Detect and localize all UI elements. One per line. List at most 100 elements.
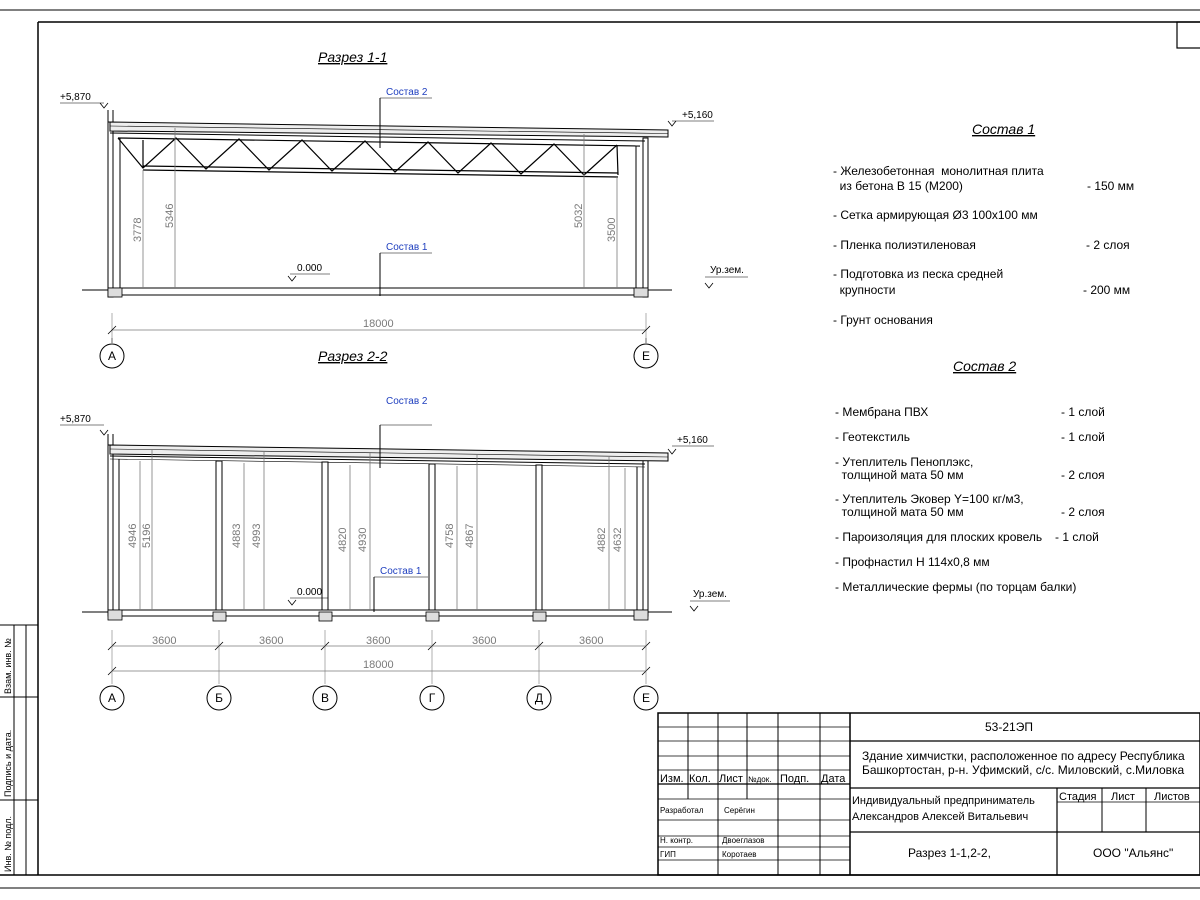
dim-label: 3778 xyxy=(132,218,144,242)
side-stamp-podpis: Подпись и дата. xyxy=(3,730,13,797)
elevation-top-left: +5,870 xyxy=(60,92,91,103)
section-1-title: Разрез 1-1 xyxy=(318,49,387,65)
spec2-line: - Геотекстиль xyxy=(835,430,910,444)
spec1-line: - Сетка армирующая Ø3 100x100 мм xyxy=(833,208,1038,222)
axis-bubble xyxy=(633,343,659,369)
columns xyxy=(118,459,638,612)
name-chief-engineer: Коротаев xyxy=(722,850,757,859)
side-stamp-inv: Инв. № подл. xyxy=(3,816,13,872)
axis-bubble xyxy=(99,685,125,711)
client-line2: Александров Алексей Витальевич xyxy=(852,811,1028,823)
spec1-value: - 2 слоя xyxy=(1086,238,1130,252)
axis-label: Г xyxy=(429,691,436,705)
axis-label: Е xyxy=(642,691,650,705)
spec1-value: - 150 мм xyxy=(1087,179,1134,193)
spec-composition-1: Состав 1 - Железобетонная монолитная пли… xyxy=(833,121,1134,327)
name-developer: Серёгин xyxy=(724,806,755,815)
dim-label: 4867 xyxy=(464,524,476,548)
axis-label: Е xyxy=(642,349,650,363)
spec2-value: - 2 слоя xyxy=(1061,505,1105,519)
role-norm-control: Н. контр. xyxy=(660,836,693,845)
axis-bubble xyxy=(633,685,659,711)
span-dim: 3600 xyxy=(152,635,176,647)
elevation-top-left: +5,870 xyxy=(60,414,91,425)
axis-label: Д xyxy=(535,691,543,705)
section-2-title: Разрез 2-2 xyxy=(318,348,388,364)
dim-label: 5346 xyxy=(164,204,176,228)
axis-label: Б xyxy=(215,691,223,705)
span-dim: 3600 xyxy=(579,635,603,647)
spec2-title: Состав 2 xyxy=(953,358,1016,374)
roof-truss xyxy=(117,137,641,178)
overall-dim: 18000 xyxy=(363,659,394,671)
dim-label: 4993 xyxy=(251,524,263,548)
elevation-top-right: +5,160 xyxy=(677,435,708,446)
dim-label: 4758 xyxy=(444,524,456,548)
object-name-line2: Башкортостан, р-н. Уфимский, с/с. Миловс… xyxy=(862,763,1185,777)
dim-label: 4946 xyxy=(127,524,139,548)
spec2-line: - Мембрана ПВХ xyxy=(835,405,928,419)
sheet-title: Разрез 1-1,2-2, xyxy=(908,846,991,860)
span-dim: 3600 xyxy=(472,635,496,647)
dim-label: 4820 xyxy=(337,528,349,552)
spec1-line: - Грунт основания xyxy=(833,313,933,327)
elevation-top-right: +5,160 xyxy=(682,110,713,121)
dim-label: 4632 xyxy=(612,528,624,552)
spec2-line: толщиной мата 50 мм xyxy=(835,468,964,482)
floor-label: Состав 1 xyxy=(380,566,422,577)
floor-slab xyxy=(107,287,649,296)
dim-label: 4882 xyxy=(596,528,608,552)
side-stamp xyxy=(0,624,38,875)
spec2-line: - Утеплитель Эковер Y=100 кг/м3, xyxy=(835,492,1024,506)
header-list: Лист xyxy=(719,773,743,785)
axis-bubble xyxy=(526,685,552,711)
header-ndok: №док. xyxy=(748,775,771,784)
span-dim: 3600 xyxy=(366,635,390,647)
company-name: ООО "Альянс" xyxy=(1093,846,1173,860)
axis-label: В xyxy=(321,691,329,705)
dim-label: 3500 xyxy=(606,218,618,242)
header-data: Дата xyxy=(821,773,846,785)
spec1-line: крупности xyxy=(833,283,895,297)
stage-header: Стадия xyxy=(1059,791,1097,803)
axis-label: А xyxy=(108,349,116,363)
side-stamp-vzam: Взам. инв. № xyxy=(3,638,13,694)
spec1-title: Состав 1 xyxy=(972,121,1035,137)
project-code: 53-21ЭП xyxy=(985,720,1033,734)
role-chief-engineer: ГИП xyxy=(660,850,676,859)
floor-label: Состав 1 xyxy=(386,242,428,253)
title-block xyxy=(657,712,1200,876)
spec2-line: - Металлические фермы (по торцам балки) xyxy=(835,580,1076,594)
sheets-count-header: Листов xyxy=(1154,791,1190,803)
spec1-line: - Железобетонная монолитная плита xyxy=(833,164,1044,178)
name-norm-control: Двоеглазов xyxy=(722,836,765,845)
spec1-line: - Подготовка из песка средней xyxy=(833,267,1003,281)
object-name-line1: Здание химчистки, расположенное по адрес… xyxy=(862,749,1185,763)
axis-bubble xyxy=(312,685,338,711)
sheet-header: Лист xyxy=(1111,791,1135,803)
dim-label: 4883 xyxy=(231,524,243,548)
axis-label: А xyxy=(108,691,116,705)
header-izm: Изм. xyxy=(660,773,684,785)
spec1-line: из бетона В 15 (М200) xyxy=(833,179,963,193)
role-developer: Разработал xyxy=(660,806,704,815)
right-wall xyxy=(642,137,649,298)
spec2-value: - 1 слой xyxy=(1055,530,1099,544)
elevation-zero: 0.000 xyxy=(297,263,322,274)
right-wall xyxy=(642,459,649,614)
spec1-line: - Пленка полиэтиленовая xyxy=(833,238,976,252)
spec2-value: - 2 слоя xyxy=(1061,468,1105,482)
floor-slab xyxy=(107,609,649,617)
spec2-line: - Пароизоляция для плоских кровель xyxy=(835,530,1042,544)
axis-bubble xyxy=(99,343,125,369)
dim-label: 5032 xyxy=(573,204,585,228)
spec2-line: толщиной мата 50 мм xyxy=(835,505,964,519)
left-wall xyxy=(107,444,114,614)
header-kol: Кол. xyxy=(689,773,711,785)
spec2-line: - Профнастил Н 114x0,8 мм xyxy=(835,555,990,569)
span-dim: 3600 xyxy=(259,635,283,647)
left-wall xyxy=(107,121,114,298)
spec-composition-2: Состав 2 - Мембрана ПВХ - 1 слой - Геоте… xyxy=(835,358,1105,594)
client-line1: Индивидуальный предприниматель xyxy=(852,795,1035,807)
